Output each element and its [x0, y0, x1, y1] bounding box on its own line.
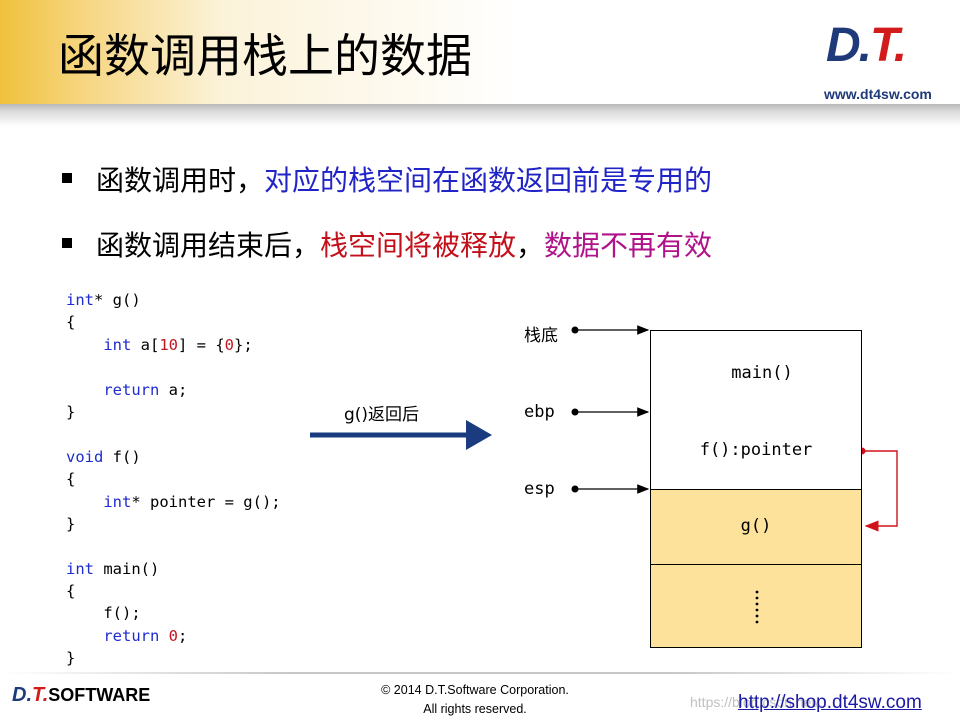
code-keyword: int	[103, 492, 132, 511]
watermark: https://blog.csdn.net/...	[690, 694, 831, 710]
code-text: }	[66, 402, 76, 421]
code-keyword: int	[103, 335, 132, 354]
code-text: }	[66, 649, 76, 668]
code-keyword: return	[103, 380, 160, 399]
code-line: }	[66, 647, 281, 669]
code-text: }	[66, 514, 76, 533]
footer-logo: D.T.SOFTWARE	[12, 684, 150, 707]
bullet-marker-1	[62, 173, 72, 183]
code-text: main()	[94, 559, 160, 578]
copyright-line-1: © 2014 D.T.Software Corporation.	[381, 683, 569, 697]
bullet-1-plain: 函数调用时，	[96, 164, 265, 197]
footer-divider	[0, 672, 960, 674]
esp-label: esp	[524, 479, 555, 499]
code-line: int a[10] = {0};	[66, 334, 281, 356]
code-line: f();	[66, 602, 281, 624]
copyright: © 2014 D.T.Software Corporation. All rig…	[360, 681, 590, 719]
bullet-marker-2	[62, 238, 72, 248]
code-line: int* pointer = g();	[66, 491, 281, 513]
code-text: {	[66, 470, 76, 489]
code-text: a[	[131, 335, 160, 354]
code-keyword: return	[103, 626, 160, 645]
code-text: {	[66, 582, 76, 601]
stack-frame-g-label: g()	[740, 516, 772, 536]
code-line: {	[66, 468, 281, 490]
stack-frame-main-label: main()	[731, 363, 793, 383]
stack-frame-f: f():pointer	[650, 413, 862, 490]
code-line: {	[66, 580, 281, 602]
code-text: };	[234, 335, 253, 354]
code-number: 10	[159, 335, 178, 354]
footer-logo-suffix: SOFTWARE	[48, 685, 151, 705]
code-line: {	[66, 311, 281, 333]
code-text: f()	[103, 447, 141, 466]
code-text: * g()	[94, 291, 141, 309]
code-line: void f()	[66, 446, 281, 468]
bullet-2-highlight: 栈空间将被释放	[320, 229, 517, 262]
code-line: return a;	[66, 379, 281, 401]
stack-frame-main: main()	[650, 330, 862, 414]
footer-logo-main: D.	[12, 684, 32, 706]
code-keyword: void	[66, 447, 104, 466]
bullet-2: 函数调用结束后，栈空间将被释放，数据不再有效	[96, 224, 712, 264]
shop-link[interactable]: http://shop.dt4sw.com	[738, 692, 922, 713]
code-line: }	[66, 513, 281, 535]
code-text: {	[66, 313, 76, 332]
logo-accent-text: T.	[870, 19, 907, 72]
stack-frame-f-label: f():pointer	[699, 440, 813, 460]
title-bar	[0, 0, 960, 108]
code-text: ] = {	[178, 335, 225, 354]
title-bar-shadow	[0, 104, 960, 126]
code-text: ;	[178, 626, 188, 645]
code-keyword: int	[66, 559, 94, 578]
bullet-2-plain: 函数调用结束后，	[96, 229, 321, 262]
code-text: a;	[159, 380, 188, 399]
arrow-label: g()返回后	[344, 405, 420, 425]
ebp-label: ebp	[524, 402, 555, 422]
code-line: return 0;	[66, 625, 281, 647]
code-line: int* g()	[66, 289, 281, 311]
stack-frame-rest	[650, 564, 862, 648]
slide-title: 函数调用栈上的数据	[58, 29, 472, 83]
dt-logo: D.T.	[826, 18, 907, 73]
stack-frame-g: g()	[650, 489, 862, 565]
stack-bottom-label: 栈底	[524, 326, 558, 346]
bullet-2-separator: ，	[516, 229, 545, 262]
code-number: 0	[224, 335, 235, 354]
logo-main-text: D.	[826, 19, 872, 72]
bullet-1-highlight: 对应的栈空间在函数返回前是专用的	[264, 164, 713, 197]
code-line: }	[66, 401, 281, 423]
logo-url[interactable]: www.dt4sw.com	[824, 86, 932, 102]
code-line: int main()	[66, 558, 281, 580]
code-number: 0	[168, 626, 179, 645]
code-block: int* g(){ int a[10] = {0}; return a;} vo…	[66, 289, 281, 670]
copyright-line-2: All rights reserved.	[423, 702, 527, 716]
return-arrow	[310, 420, 492, 450]
bullet-1: 函数调用时，对应的栈空间在函数返回前是专用的	[96, 159, 712, 199]
code-text: * pointer = g();	[131, 492, 281, 511]
code-keyword: int	[66, 291, 94, 309]
code-text: f();	[66, 604, 141, 623]
footer-logo-accent: T.	[32, 684, 49, 706]
bullet-2-highlight2: 数据不再有效	[544, 229, 713, 262]
vertical-ellipsis-icon	[755, 590, 759, 624]
